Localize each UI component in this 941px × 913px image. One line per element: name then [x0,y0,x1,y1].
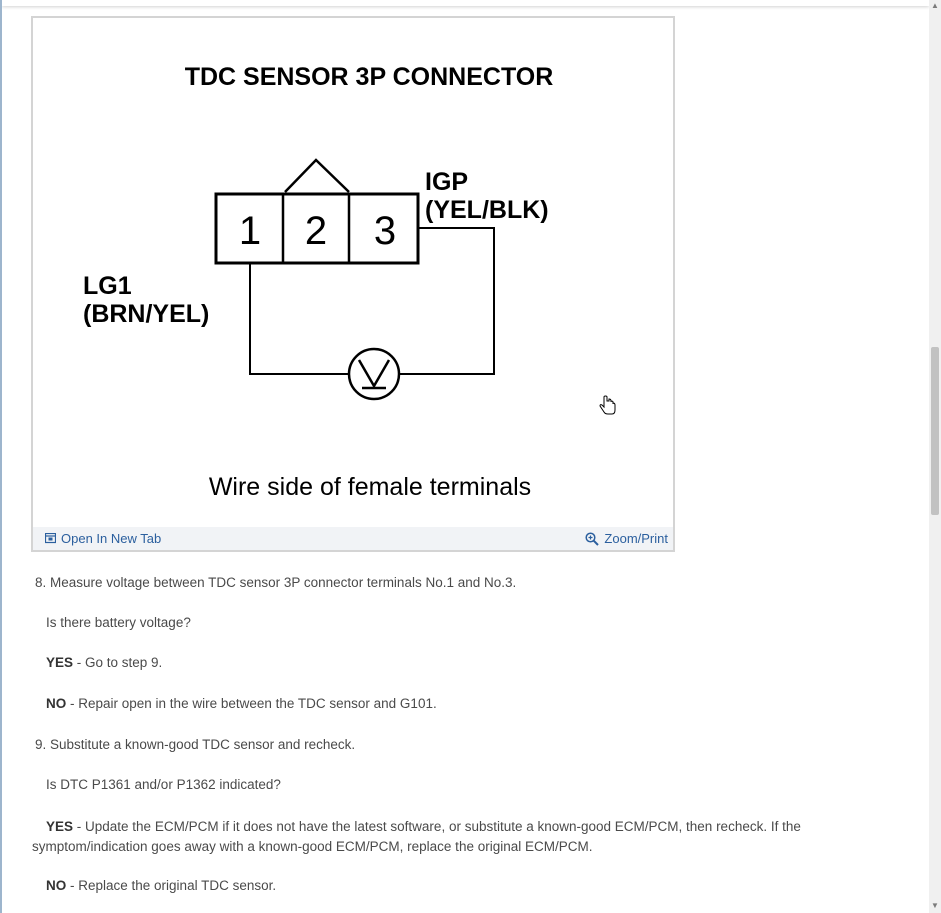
scroll-thumb[interactable] [931,347,939,515]
connector-lock-tab [284,158,350,193]
connector-housing [214,192,420,265]
yes-label: YES [46,655,74,670]
wire-igp [400,227,495,375]
step-8-no: NO - Repair open in the wire between the… [46,696,437,711]
diagram-caption: Wire side of female terminals [209,473,531,501]
new-tab-icon [45,533,56,544]
terminal-1-label: 1 [239,209,261,253]
step-9-yes-text: - Update the ECM/PCM if it does not have… [32,819,801,854]
igp-wire-color: (YEL/BLK) [425,196,549,224]
open-new-tab-link[interactable]: Open In New Tab [45,531,161,546]
step-8-yes: YES - Go to step 9. [46,655,162,670]
step-9-question: Is DTC P1361 and/or P1362 indicated? [46,777,281,792]
terminal-3-label: 3 [374,209,396,253]
zoom-print-label: Zoom/Print [604,531,668,546]
step-8-question: Is there battery voltage? [46,615,191,630]
voltmeter-icon [347,347,401,401]
step-9-instruction: 9. Substitute a known-good TDC sensor an… [35,737,356,752]
zoom-print-link[interactable]: Zoom/Print [585,531,668,546]
no-label: NO [46,878,67,893]
scroll-down-arrow-icon[interactable]: ▼ [931,901,939,910]
step-8-yes-text: - Go to step 9. [73,655,163,670]
igp-label: IGP [425,168,468,196]
lg1-wire-color: (BRN/YEL) [83,300,209,328]
connector-diagram: TDC SENSOR 3P CONNECTOR 1 2 3 IGP (YEL/B… [83,63,616,501]
open-new-tab-label: Open In New Tab [61,531,162,546]
previous-section-edge [2,0,929,6]
step-8-instruction: 8. Measure voltage between TDC sensor 3P… [35,575,517,590]
window-left-edge [0,0,2,913]
figure-toolbar: Open In New Tab Zoom/Print [33,527,673,550]
step-9-no: NO - Replace the original TDC sensor. [46,878,276,893]
wire-lg1 [249,264,349,375]
vertical-scrollbar[interactable]: ▲ ▼ [929,0,941,913]
lg1-label: LG1 [83,272,132,300]
step-9-yes: YES - Update the ECM/PCM if it does not … [32,817,892,857]
hand-cursor-icon [599,395,616,415]
yes-label: YES [46,819,74,834]
diagram-title: TDC SENSOR 3P CONNECTOR [185,63,554,91]
terminal-2-label: 2 [305,209,327,253]
figure-card: TDC SENSOR 3P CONNECTOR 1 2 3 IGP (YEL/B… [31,16,675,552]
no-label: NO [46,696,67,711]
magnifier-icon [585,531,600,546]
scroll-up-arrow-icon[interactable]: ▲ [931,1,939,10]
step-8-no-text: - Repair open in the wire between the TD… [66,696,437,711]
step-9-no-text: - Replace the original TDC sensor. [66,878,277,893]
